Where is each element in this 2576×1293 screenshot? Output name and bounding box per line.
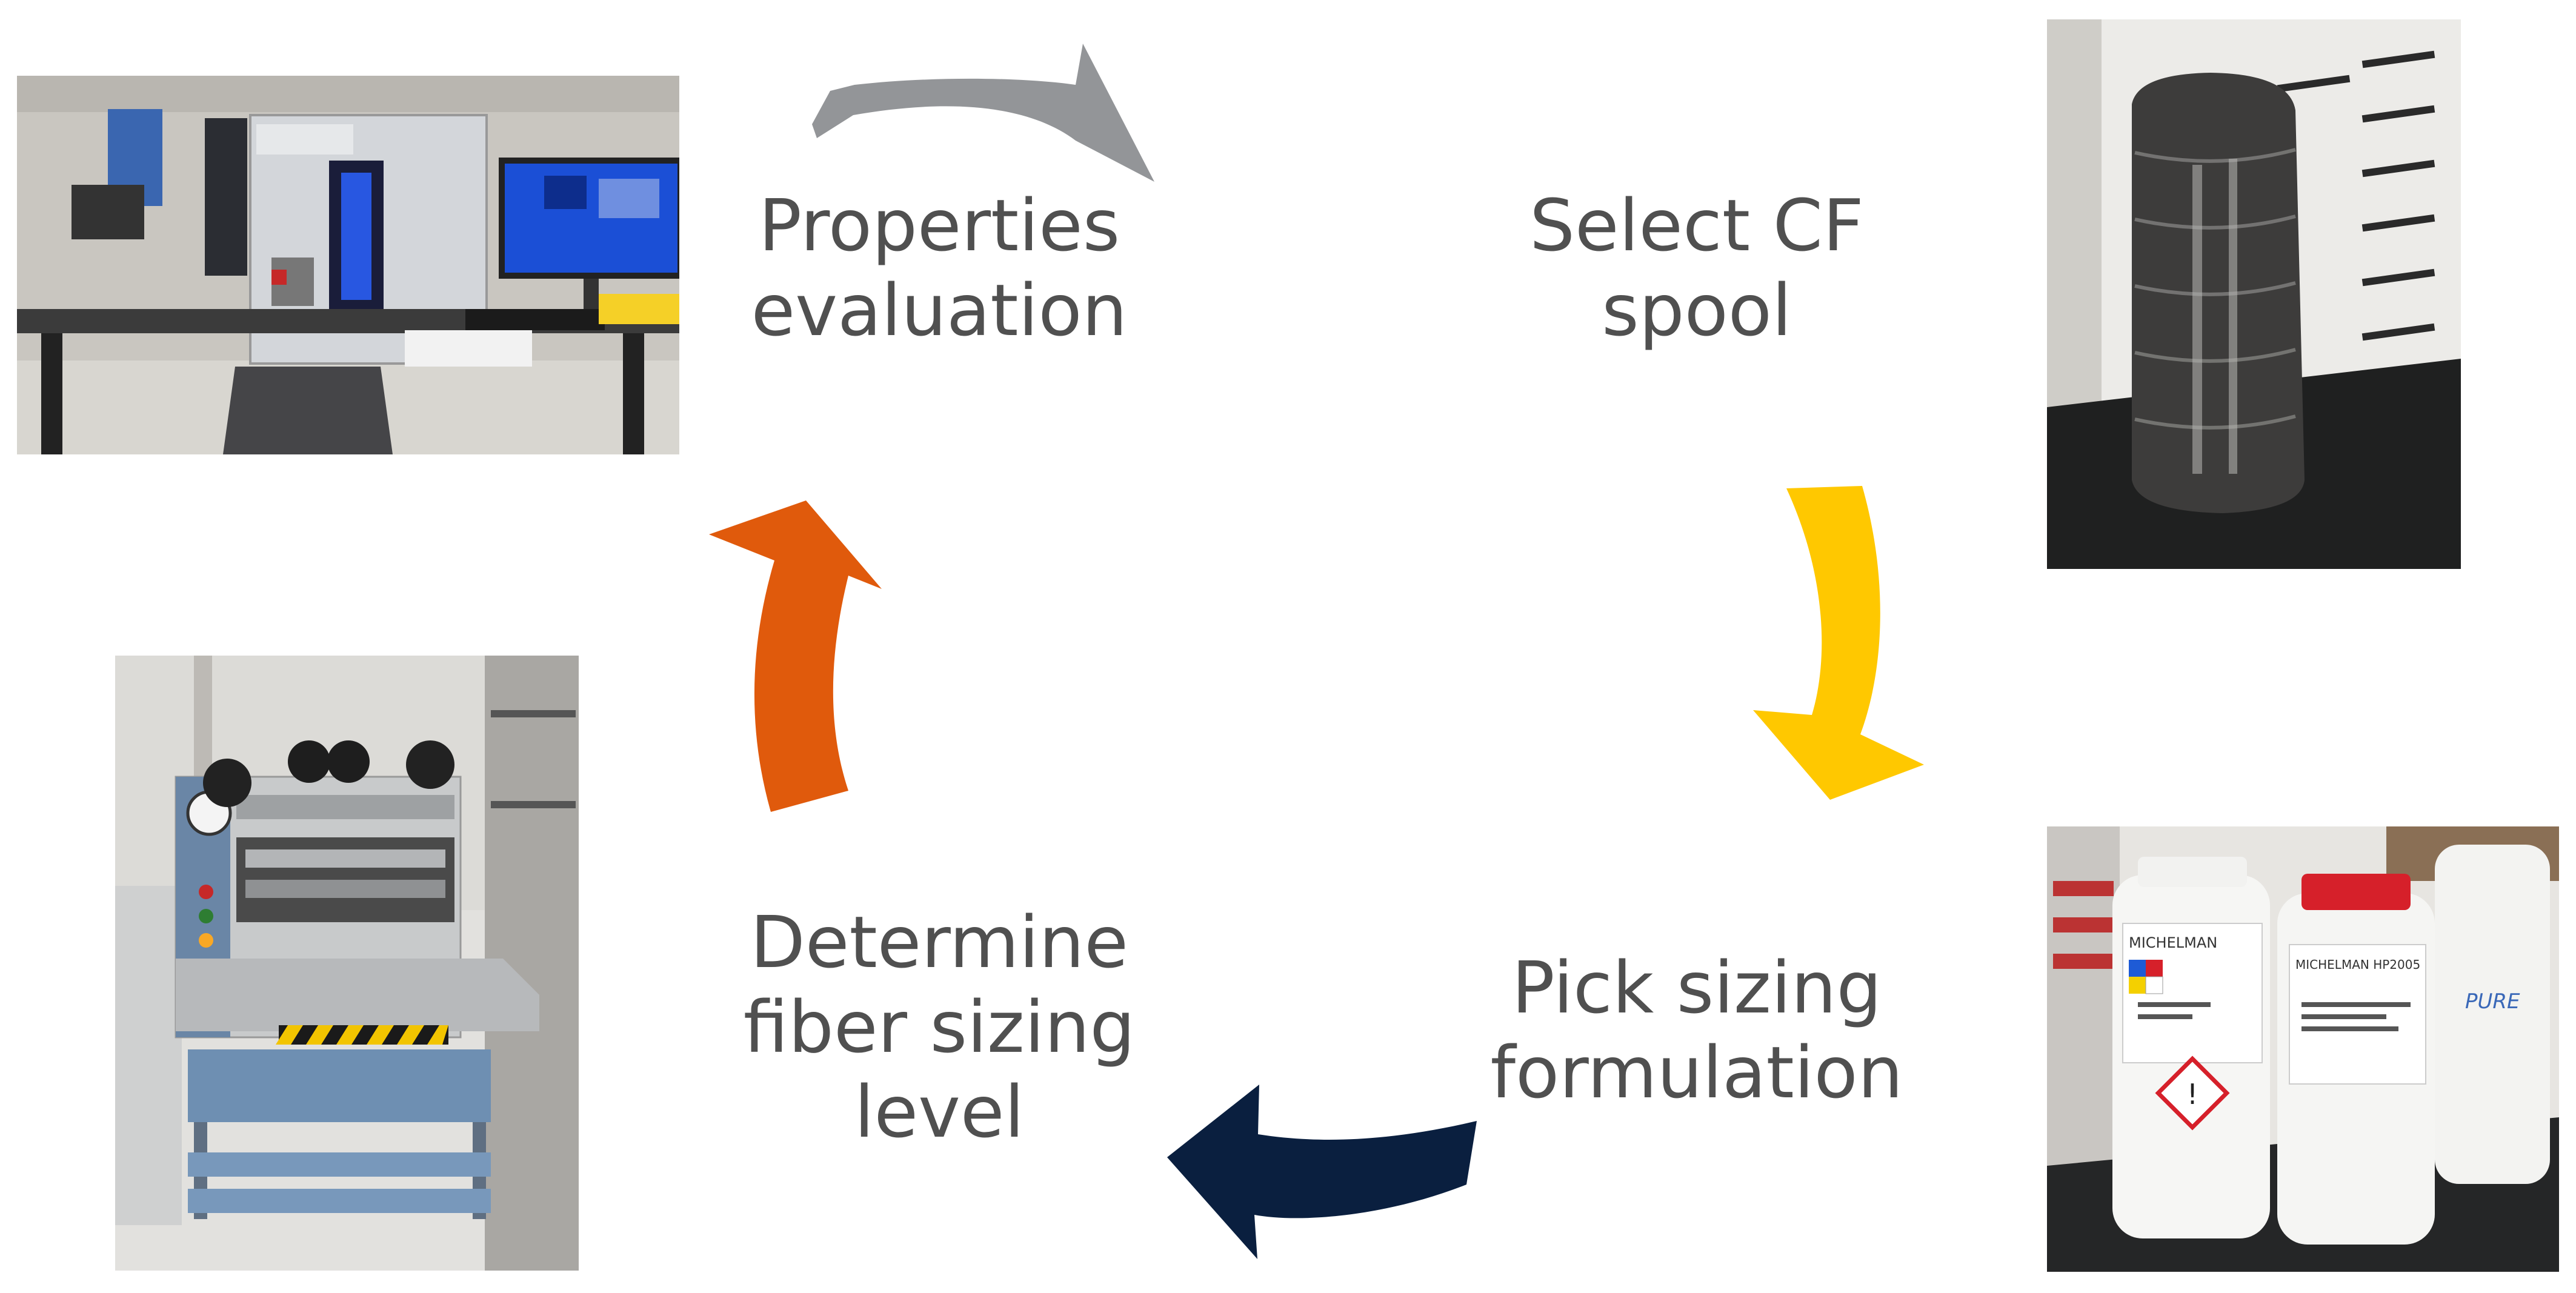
step-label-determine-fiber-sizing-level: Determine fiber sizing level xyxy=(743,900,1136,1154)
cf-spool-photo-icon xyxy=(2047,19,2461,569)
bottle-handwriting-text: PURE xyxy=(2465,989,2520,1014)
gray-arrow xyxy=(812,44,1154,182)
bottle-left-brand-text: MICHELMAN xyxy=(2129,934,2217,951)
sizing-line-machine-photo-icon xyxy=(115,656,579,1271)
step-label-pick-sizing-formulation: Pick sizing formulation xyxy=(1490,946,1903,1114)
step-label-properties-evaluation: Properties evaluation xyxy=(751,184,1128,352)
bottle-right-brand-text: MICHELMAN HP2005 xyxy=(2295,957,2420,972)
orange-arrow xyxy=(709,500,882,812)
yellow-arrow xyxy=(1753,486,1924,800)
sizing-bottles-photo-icon: MICHELMAN MICHELMAN HP2005 ! PURE xyxy=(2047,826,2559,1272)
navy-arrow xyxy=(1167,1085,1477,1259)
testing-lab-photo-icon xyxy=(17,76,679,454)
svg-text:!: ! xyxy=(2187,1078,2198,1111)
step-label-select-cf-spool: Select CF spool xyxy=(1529,184,1864,352)
